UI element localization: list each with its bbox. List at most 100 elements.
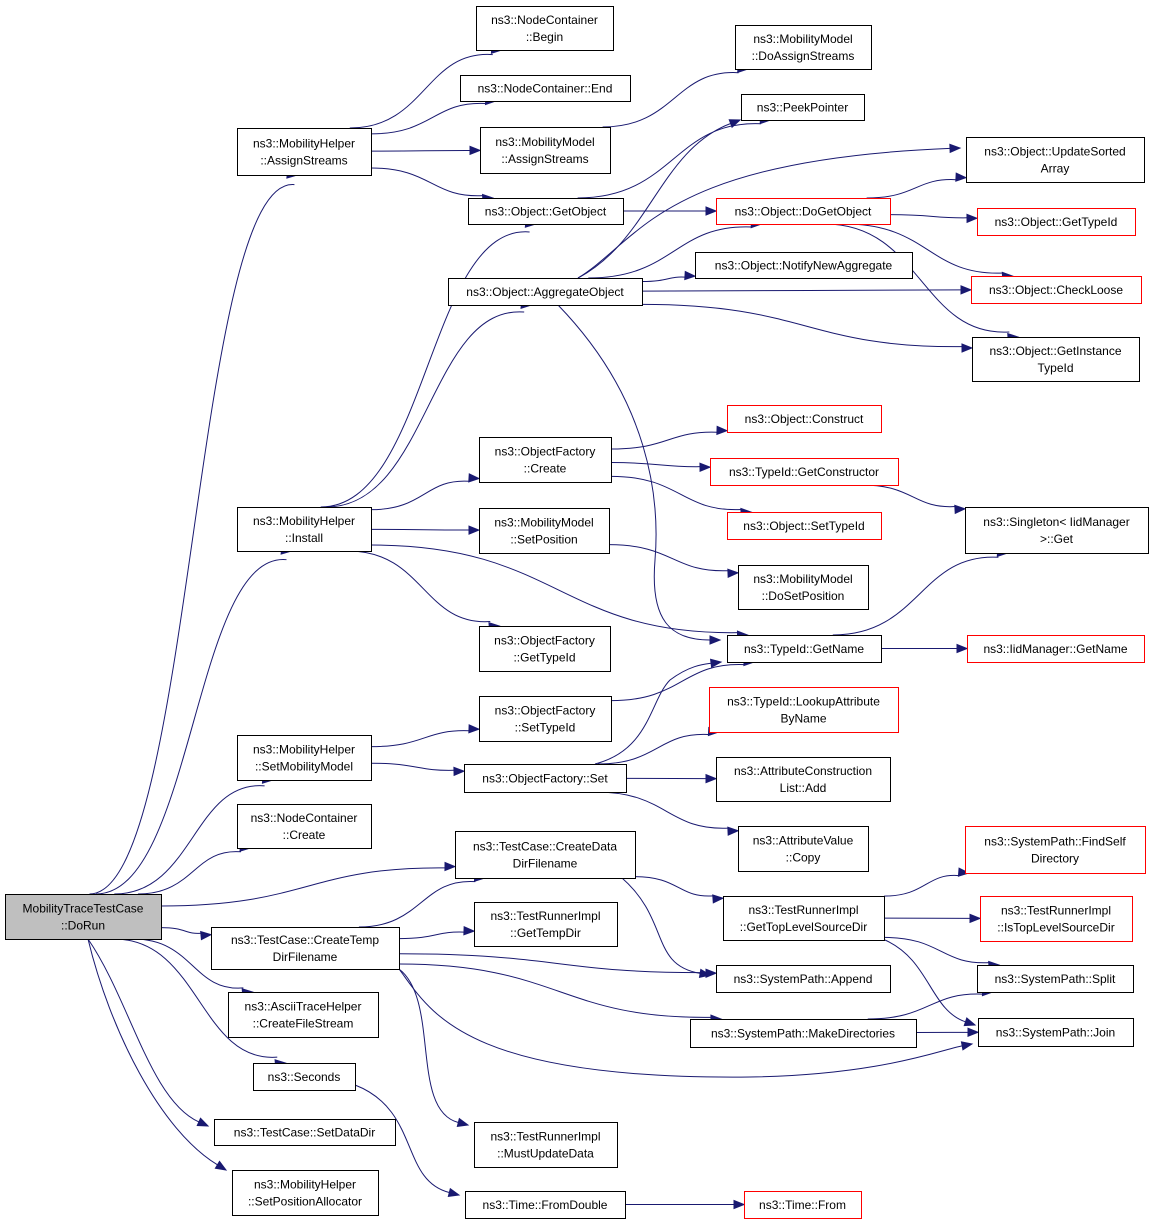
node-tri-gettoplevel[interactable]: ns3::TestRunnerImpl::GetTopLevelSourceDi… (723, 896, 885, 941)
edge-line (557, 304, 711, 641)
node-label-line: ::GetTypeId (513, 651, 575, 665)
edge-line (95, 559, 287, 895)
arrow-head-icon (955, 172, 968, 182)
arrow-head-icon (956, 643, 969, 654)
node-mh-assign[interactable]: ns3::MobilityHelper::AssignStreams (237, 128, 372, 176)
node-label-line: ::AssignStreams (501, 152, 588, 166)
node-label-line: ns3::Seconds (268, 1070, 341, 1084)
node-box (972, 337, 1140, 382)
arrow-head-icon (967, 1027, 980, 1038)
node-obj-construct[interactable]: ns3::Object::Construct (727, 405, 882, 433)
node-box (479, 437, 612, 483)
arrow-head-icon (733, 1199, 746, 1210)
edge-line (398, 931, 465, 940)
node-obj-dogetobj[interactable]: ns3::Object::DoGetObject (716, 198, 891, 225)
node-of-set[interactable]: ns3::ObjectFactory::Set (464, 764, 627, 793)
edge-mm_setpos-to-mm_dosetpos (608, 544, 740, 578)
node-label-line: ns3::ObjectFactory (495, 445, 596, 459)
node-of-create[interactable]: ns3::ObjectFactory::Create (479, 437, 612, 483)
node-singleton-get[interactable]: ns3::Singleton< IidManager>::Get (965, 507, 1149, 554)
node-mm-doassign[interactable]: ns3::MobilityModel::DoAssignStreams (735, 25, 872, 70)
node-box (214, 1119, 396, 1146)
node-obj-notify[interactable]: ns3::Object::NotifyNewAggregate (695, 252, 913, 279)
node-obj-getobj[interactable]: ns3::Object::GetObject (468, 198, 624, 225)
node-obj-checkloose[interactable]: ns3::Object::CheckLoose (971, 276, 1142, 304)
node-sp-split[interactable]: ns3::SystemPath::Split (977, 965, 1134, 993)
arrow-head-icon (214, 1160, 228, 1171)
node-mh-install[interactable]: ns3::MobilityHelper::Install (237, 507, 372, 552)
node-box (476, 6, 614, 51)
edge-line (160, 867, 446, 907)
node-label-line: >::Get (1040, 532, 1074, 546)
edge-line (602, 72, 739, 128)
node-box (5, 894, 162, 940)
arrow-head-icon (709, 635, 722, 645)
node-mm-dosetpos[interactable]: ns3::MobilityModel::DoSetPosition (738, 565, 869, 610)
node-mh-setmm[interactable]: ns3::MobilityHelper::SetMobilityModel (237, 735, 372, 781)
node-nc-end[interactable]: ns3::NodeContainer::End (460, 75, 631, 102)
node-av-copy[interactable]: ns3::AttributeValue::Copy (738, 826, 869, 872)
node-box (211, 927, 400, 970)
edge-line (370, 762, 455, 771)
node-mh-setposalloc[interactable]: ns3::MobilityHelper::SetPositionAllocato… (232, 1170, 379, 1216)
node-peek[interactable]: ns3::PeekPointer (741, 94, 865, 121)
node-time-from[interactable]: ns3::Time::From (744, 1191, 862, 1219)
node-iid-getname[interactable]: ns3::IidManager::GetName (967, 635, 1145, 663)
node-of-gettypeid[interactable]: ns3::ObjectFactory::GetTypeId (479, 626, 611, 672)
node-label-line: ::DoSetPosition (762, 589, 845, 603)
node-sp-join[interactable]: ns3::SystemPath::Join (978, 1018, 1134, 1047)
node-ath-create[interactable]: ns3::AsciiTraceHelper::CreateFileStream (228, 992, 379, 1038)
arrow-head-icon (960, 285, 973, 295)
node-tid-getctor[interactable]: ns3::TypeId::GetConstructor (710, 458, 899, 486)
edge-line (641, 303, 963, 348)
node-box (965, 826, 1146, 874)
node-tid-getname[interactable]: ns3::TypeId::GetName (727, 635, 882, 663)
node-sp-makedirs[interactable]: ns3::SystemPath::MakeDirectories (690, 1019, 917, 1048)
node-label-line: ns3::MobilityHelper (253, 137, 355, 151)
edge-tc_createtemp-to-sp_makedirs (398, 963, 723, 1024)
arrow-head-icon (954, 504, 967, 515)
node-tri-istoplevel[interactable]: ns3::TestRunnerImpl::IsTopLevelSourceDir (980, 896, 1133, 942)
node-mm-assign[interactable]: ns3::MobilityModel::AssignStreams (480, 127, 611, 174)
node-tri-mustupdate[interactable]: ns3::TestRunnerImpl::MustUpdateData (474, 1122, 618, 1168)
node-obj-settypeid[interactable]: ns3::Object::SetTypeId (727, 512, 882, 540)
edge-line (577, 123, 731, 279)
node-box (977, 208, 1136, 236)
node-box (474, 902, 618, 947)
node-label-line: ::IsTopLevelSourceDir (997, 921, 1114, 935)
node-label-line: DirFilename (273, 950, 338, 964)
node-tri-gettempdir[interactable]: ns3::TestRunnerImpl::GetTempDir (474, 902, 618, 947)
edge-root-to-nc_create (137, 842, 252, 895)
edge-line (370, 149, 471, 152)
node-box (738, 826, 869, 872)
node-label-line: ns3::MobilityModel (495, 135, 594, 149)
node-time-fromdouble[interactable]: ns3::Time::FromDouble (465, 1191, 626, 1219)
node-mm-setpos[interactable]: ns3::MobilityModel::SetPosition (479, 508, 610, 554)
node-of-settypeid[interactable]: ns3::ObjectFactory::SetTypeId (479, 696, 612, 742)
node-root[interactable]: MobilityTraceTestCase::DoRun (5, 894, 162, 940)
node-label-line: ns3::MobilityModel (494, 516, 593, 530)
node-box (237, 507, 372, 552)
node-nc-begin[interactable]: ns3::NodeContainer::Begin (476, 6, 614, 51)
node-seconds[interactable]: ns3::Seconds (253, 1063, 356, 1091)
node-tc-setdatadir[interactable]: ns3::TestCase::SetDataDir (214, 1119, 396, 1146)
arrow-head-icon (705, 968, 718, 978)
edge-line (370, 528, 470, 531)
edge-line (634, 876, 714, 897)
node-nc-create[interactable]: ns3::NodeContainer::Create (237, 804, 372, 849)
node-sp-append[interactable]: ns3::SystemPath::Append (716, 965, 891, 993)
node-label-line: ::CreateFileStream (253, 1017, 354, 1031)
node-label-line: ns3::MobilityHelper (254, 1178, 356, 1192)
node-box (735, 25, 872, 70)
node-obj-gettypeid[interactable]: ns3::Object::GetTypeId (977, 208, 1136, 236)
node-obj-aggregate[interactable]: ns3::Object::AggregateObject (448, 278, 643, 306)
edge-obj_aggregate-to-peek (577, 119, 742, 279)
arrow-head-icon (966, 213, 979, 224)
